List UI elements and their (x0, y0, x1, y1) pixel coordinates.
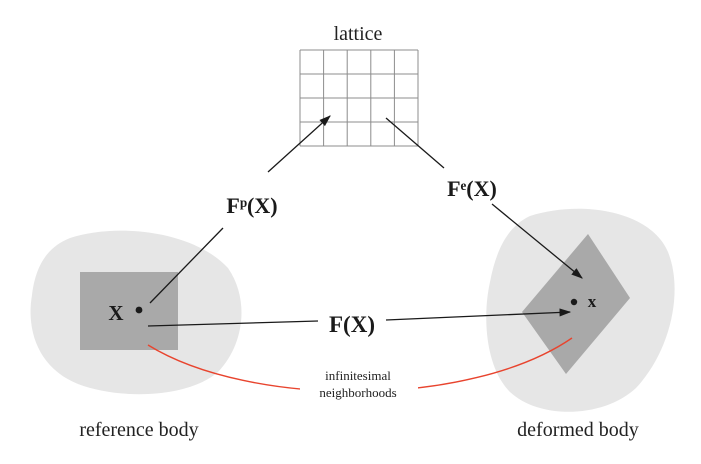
reference-neighborhood-square (80, 272, 178, 350)
arrow-fp-upper (267, 115, 331, 173)
fe-label: Fᵉ(X) (447, 176, 497, 201)
fp-label: Fᵖ(X) (226, 193, 277, 218)
lattice-grid (299, 49, 419, 147)
arrow-f-left (147, 320, 319, 327)
neighborhood-label-line1: infinitesimal (325, 368, 391, 383)
deformed-point-dot (570, 298, 578, 306)
reference-body-label: reference body (79, 419, 198, 441)
deformed-body-label: deformed body (517, 419, 639, 441)
arrow-f-right (385, 308, 572, 321)
arrow-fp (149, 227, 224, 304)
deformed-point-label: x (588, 292, 597, 311)
reference-point-label: X (108, 301, 123, 325)
arrow-fe-upper (385, 117, 445, 169)
arrow-fe (491, 203, 583, 279)
reference-point-dot (135, 306, 143, 314)
neighborhood-label-line2: neighborhoods (319, 385, 396, 400)
lattice-label: lattice (334, 23, 383, 45)
f-label: F(X) (329, 312, 375, 337)
neighborhood-label-backing (300, 366, 418, 402)
